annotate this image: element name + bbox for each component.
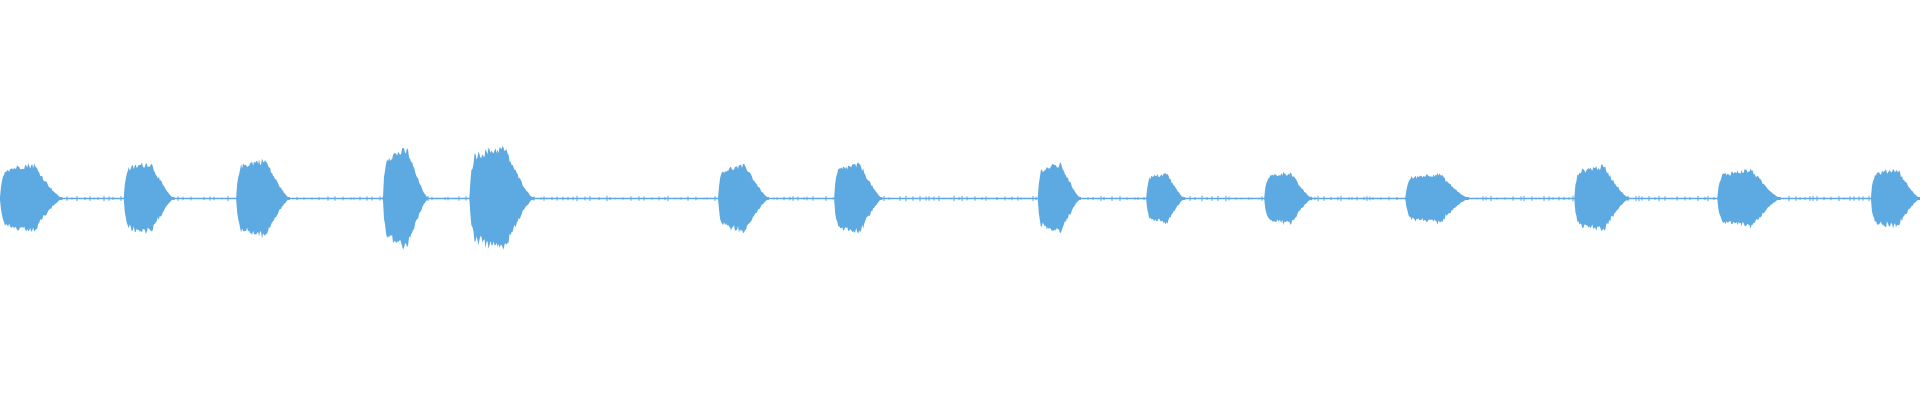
waveform-burst	[1717, 168, 1781, 229]
waveform-burst	[469, 145, 534, 250]
waveform-burst	[383, 148, 429, 250]
waveform-burst	[0, 163, 63, 232]
waveform-burst	[834, 162, 883, 234]
waveform-burst	[1871, 169, 1920, 229]
waveform-bursts	[0, 145, 1920, 250]
waveform-burst	[123, 162, 174, 234]
waveform-burst	[1574, 164, 1630, 231]
waveform-burst	[1037, 162, 1081, 233]
waveform-burst	[236, 158, 290, 239]
waveform-burst	[718, 163, 769, 233]
waveform-burst	[1264, 171, 1313, 226]
waveform-burst	[1146, 173, 1185, 225]
waveform-burst	[1405, 172, 1469, 225]
